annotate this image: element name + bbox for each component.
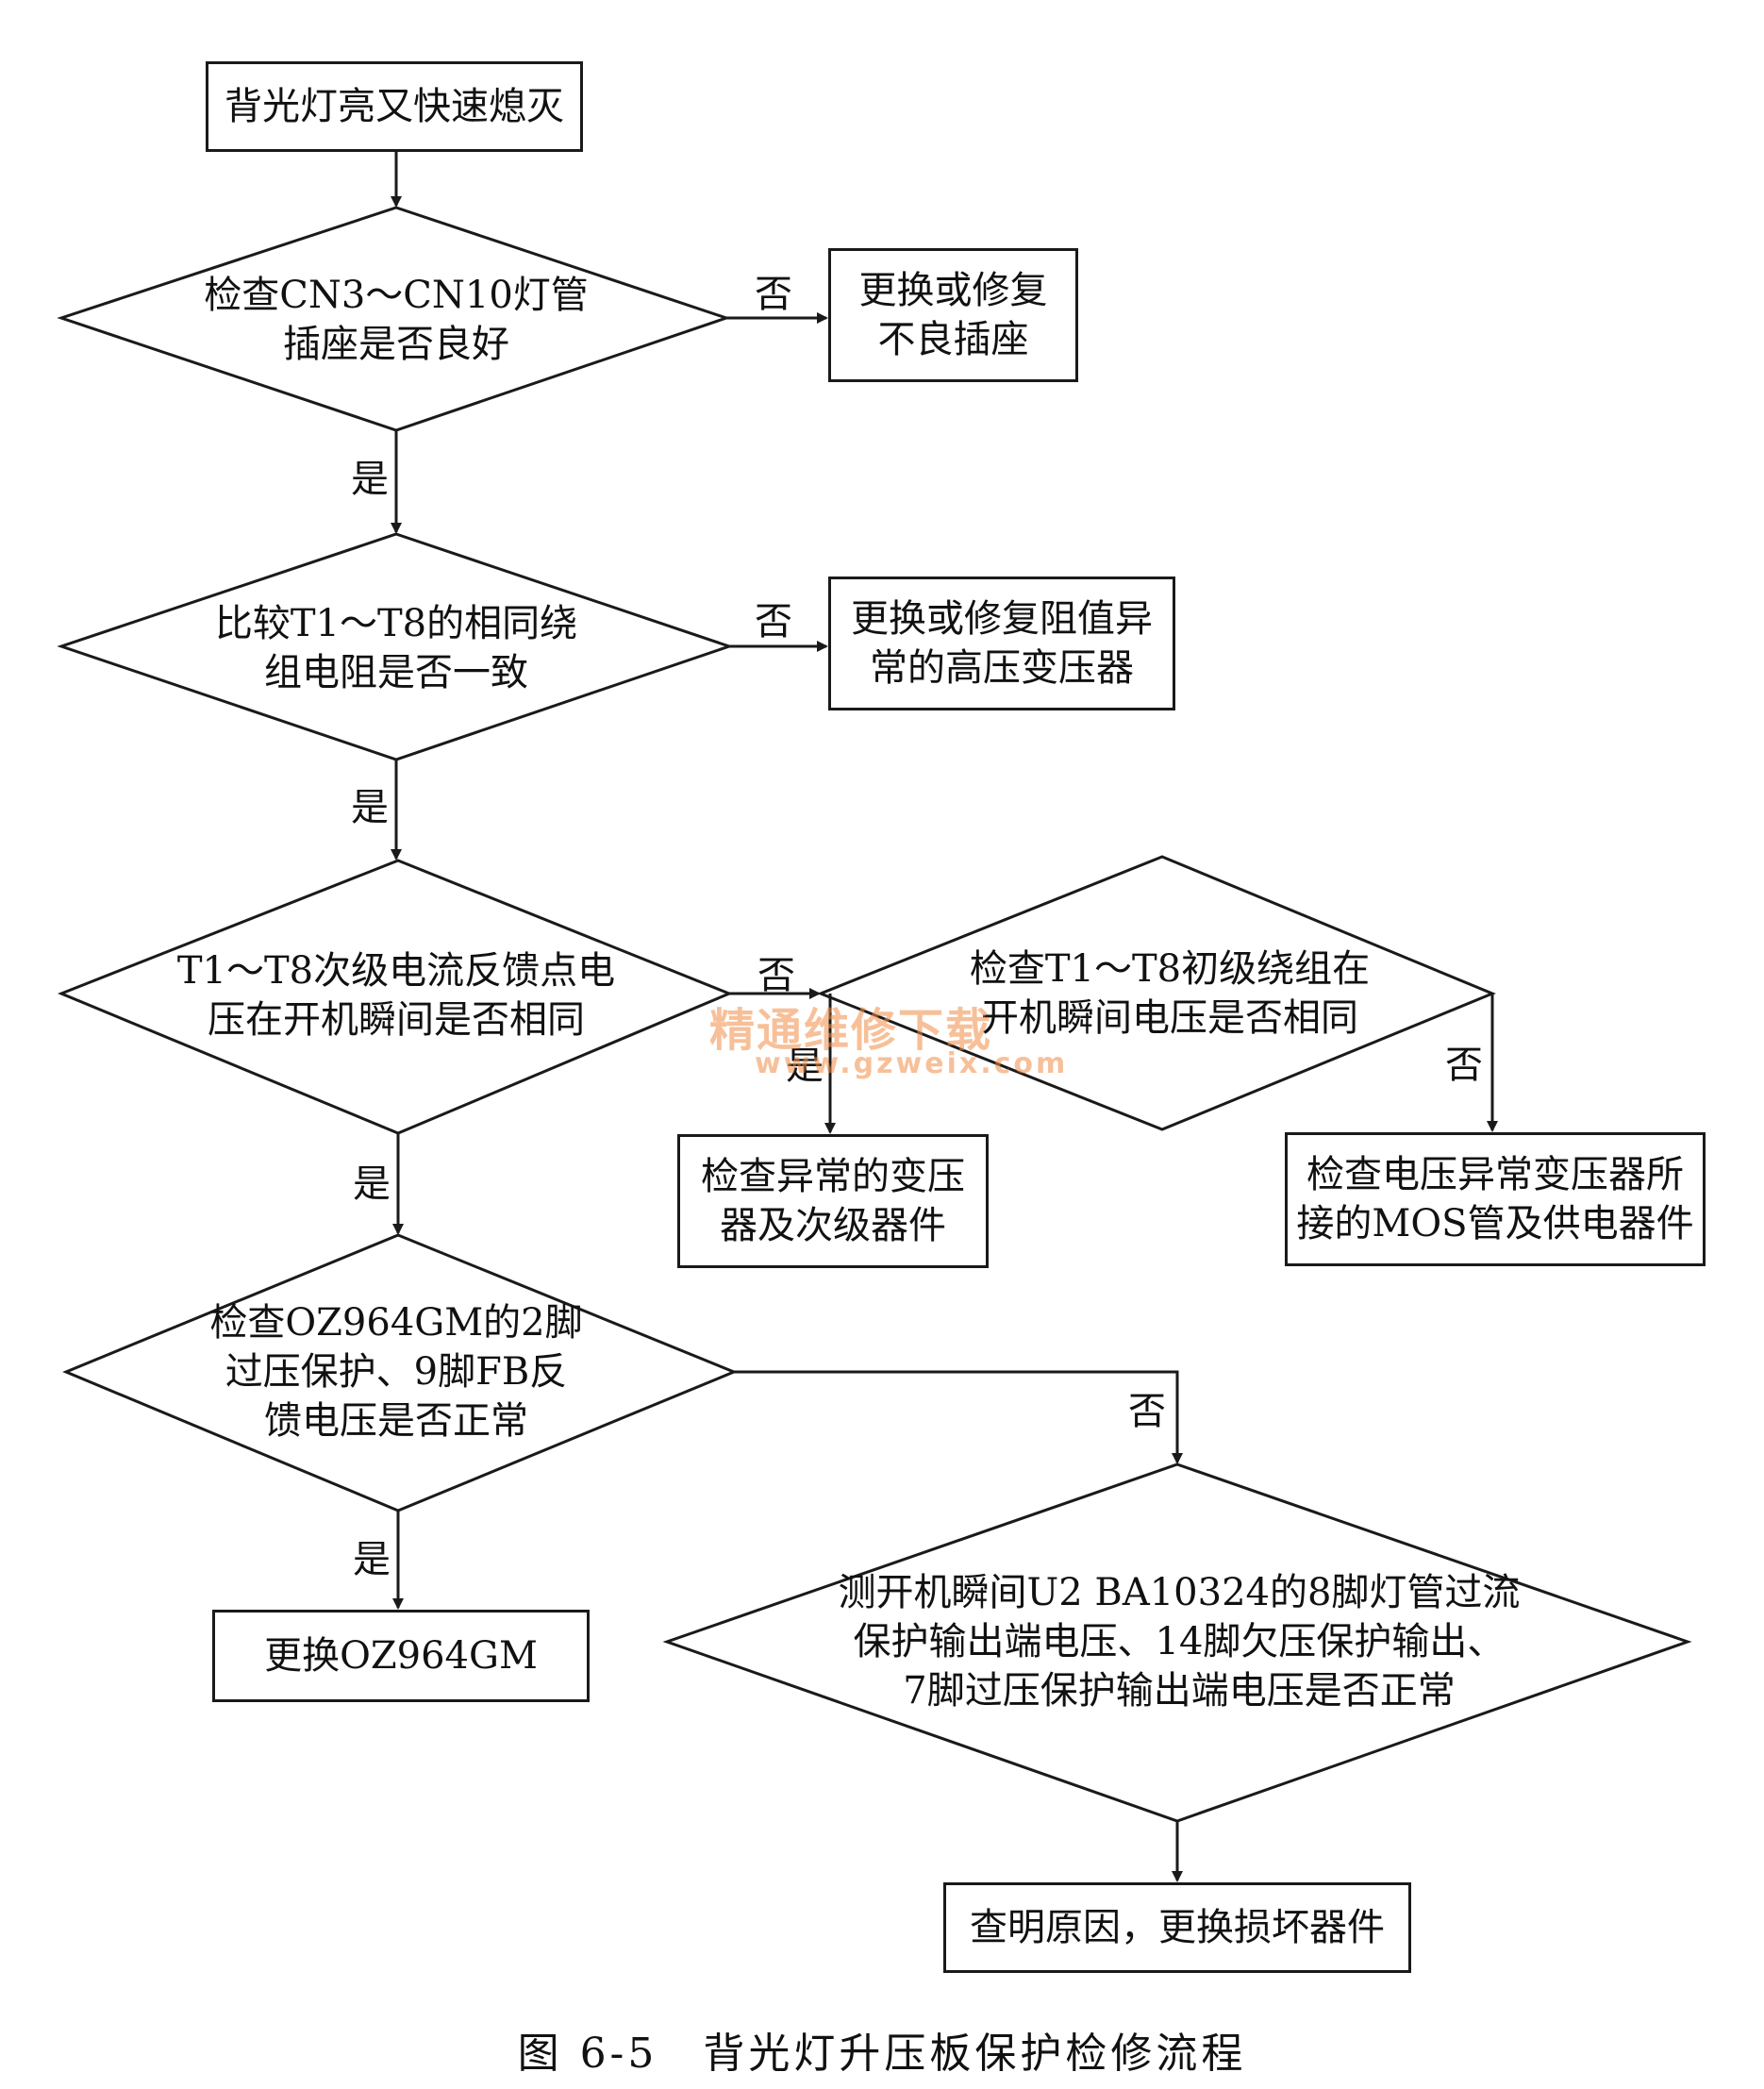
start-box: 背光灯亮又快速熄灭 <box>206 61 583 152</box>
label-yes-1: 是 <box>351 458 389 501</box>
label-no-4: 否 <box>1445 1044 1483 1087</box>
decision-4-text: 检查T1～T8初级绕组在 开机瞬间电压是否相同 <box>969 947 1371 1040</box>
result-box-5: 更换OZ964GM <box>212 1610 590 1702</box>
label-yes-3: 是 <box>786 1044 824 1088</box>
decision-1-text: 检查CN3～CN10灯管 插座是否良好 <box>204 274 589 366</box>
decision-3-text: T1～T8次级电流反馈点电 压在开机瞬间是否相同 <box>176 949 616 1042</box>
result-box-2: 更换或修复阻值异 常的高压变压器 <box>828 577 1175 710</box>
label-no-5: 否 <box>1128 1390 1166 1433</box>
figure-caption: 图 6-5 背光灯升压板保护检修流程 <box>517 2030 1247 2078</box>
watermark-title: 精通维修下载 <box>709 1004 993 1057</box>
decision-6-text: 测开机瞬间U2 BA10324的8脚灯管过流 保护输出端电压、14脚欠压保护输出… <box>838 1571 1521 1713</box>
label-no-2: 否 <box>755 600 792 643</box>
label-yes-4: 是 <box>353 1162 391 1206</box>
edge-d5-d6-no <box>734 1370 1183 1464</box>
label-no-3: 否 <box>757 954 795 997</box>
decision-5-text: 检查OZ964GM的2脚 过压保护、9脚FB反 馈电压是否正常 <box>209 1301 583 1443</box>
label-yes-5: 是 <box>353 1538 391 1581</box>
watermark-url: www.gzweix.com <box>755 1047 1069 1080</box>
label-yes-2: 是 <box>351 786 389 829</box>
result-box-1: 更换或修复 不良插座 <box>828 248 1078 382</box>
decision-4-shape <box>816 855 1496 1131</box>
label-no-1: 否 <box>755 273 792 316</box>
decision-2-text: 比较T1～T8的相同绕 组电阻是否一致 <box>214 602 578 694</box>
result-box-4: 检查电压异常变压器所 接的MOS管及供电器件 <box>1285 1132 1706 1266</box>
result-box-6: 查明原因，更换损坏器件 <box>943 1882 1411 1973</box>
result-box-3: 检查异常的变压 器及次级器件 <box>677 1134 989 1268</box>
